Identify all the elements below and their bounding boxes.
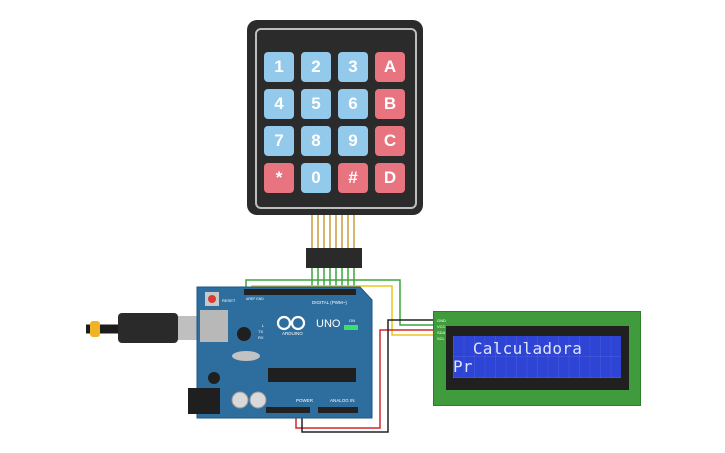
key-3[interactable]: 3 [338,52,368,82]
usb-port [200,310,228,342]
lcd-line-2: Pr [453,357,473,376]
analog-label: ANALOG IN [330,398,355,403]
crystal [232,351,260,361]
aref-label: AREF [246,297,255,301]
reset-button[interactable] [208,295,216,303]
arduino-logo-icon [276,315,306,331]
gnd-label: GND [256,297,264,301]
key-1[interactable]: 1 [264,52,294,82]
key-a[interactable]: A [375,52,405,82]
regulator [208,372,220,384]
capacitor-1 [231,391,249,409]
key-b[interactable]: B [375,89,405,119]
atmega-chip [268,368,356,382]
digital-label: DIGITAL (PWM~) [312,300,347,305]
pin-scl: SCL [437,336,445,341]
key-7[interactable]: 7 [264,126,294,156]
lcd-module: Calculadora Pr GND VCC SDA SCL [433,311,641,406]
analog-header [318,407,358,413]
power-jack [188,388,220,414]
digital-header [244,289,356,295]
on-label: ON [349,318,355,323]
pin-vcc: VCC [437,324,446,329]
usb-plug [118,313,178,343]
keypad-frame [255,28,417,209]
reset-label: RESET [222,298,236,303]
pin-sda: SDA [437,330,446,335]
power-label: POWER [296,398,314,403]
key-9[interactable]: 9 [338,126,368,156]
key-c[interactable]: C [375,126,405,156]
rx-label: RX [258,335,264,340]
key-d[interactable]: D [375,163,405,193]
key-hash[interactable]: # [338,163,368,193]
key-0[interactable]: 0 [301,163,331,193]
keypad-ribbon [306,215,362,268]
usb-chip [237,327,251,341]
capacitor-2 [249,391,267,409]
key-2[interactable]: 2 [301,52,331,82]
lcd-line-1: Calculadora [453,339,583,358]
key-4[interactable]: 4 [264,89,294,119]
key-5[interactable]: 5 [301,89,331,119]
on-led [344,325,358,330]
key-star[interactable]: * [264,163,294,193]
key-8[interactable]: 8 [301,126,331,156]
brand-label: ARDUINO [282,331,303,336]
usb-metal [178,316,200,340]
l-label: L [262,323,265,328]
usb-cable [86,313,200,343]
lcd-bezel: Calculadora Pr [446,326,629,390]
pin-gnd: GND [437,318,446,323]
power-header [266,407,310,413]
uno-label: UNO [316,318,341,330]
usb-cable-end [90,321,100,337]
lcd-screen: Calculadora Pr [453,336,621,378]
tx-label: TX [258,329,263,334]
key-6[interactable]: 6 [338,89,368,119]
